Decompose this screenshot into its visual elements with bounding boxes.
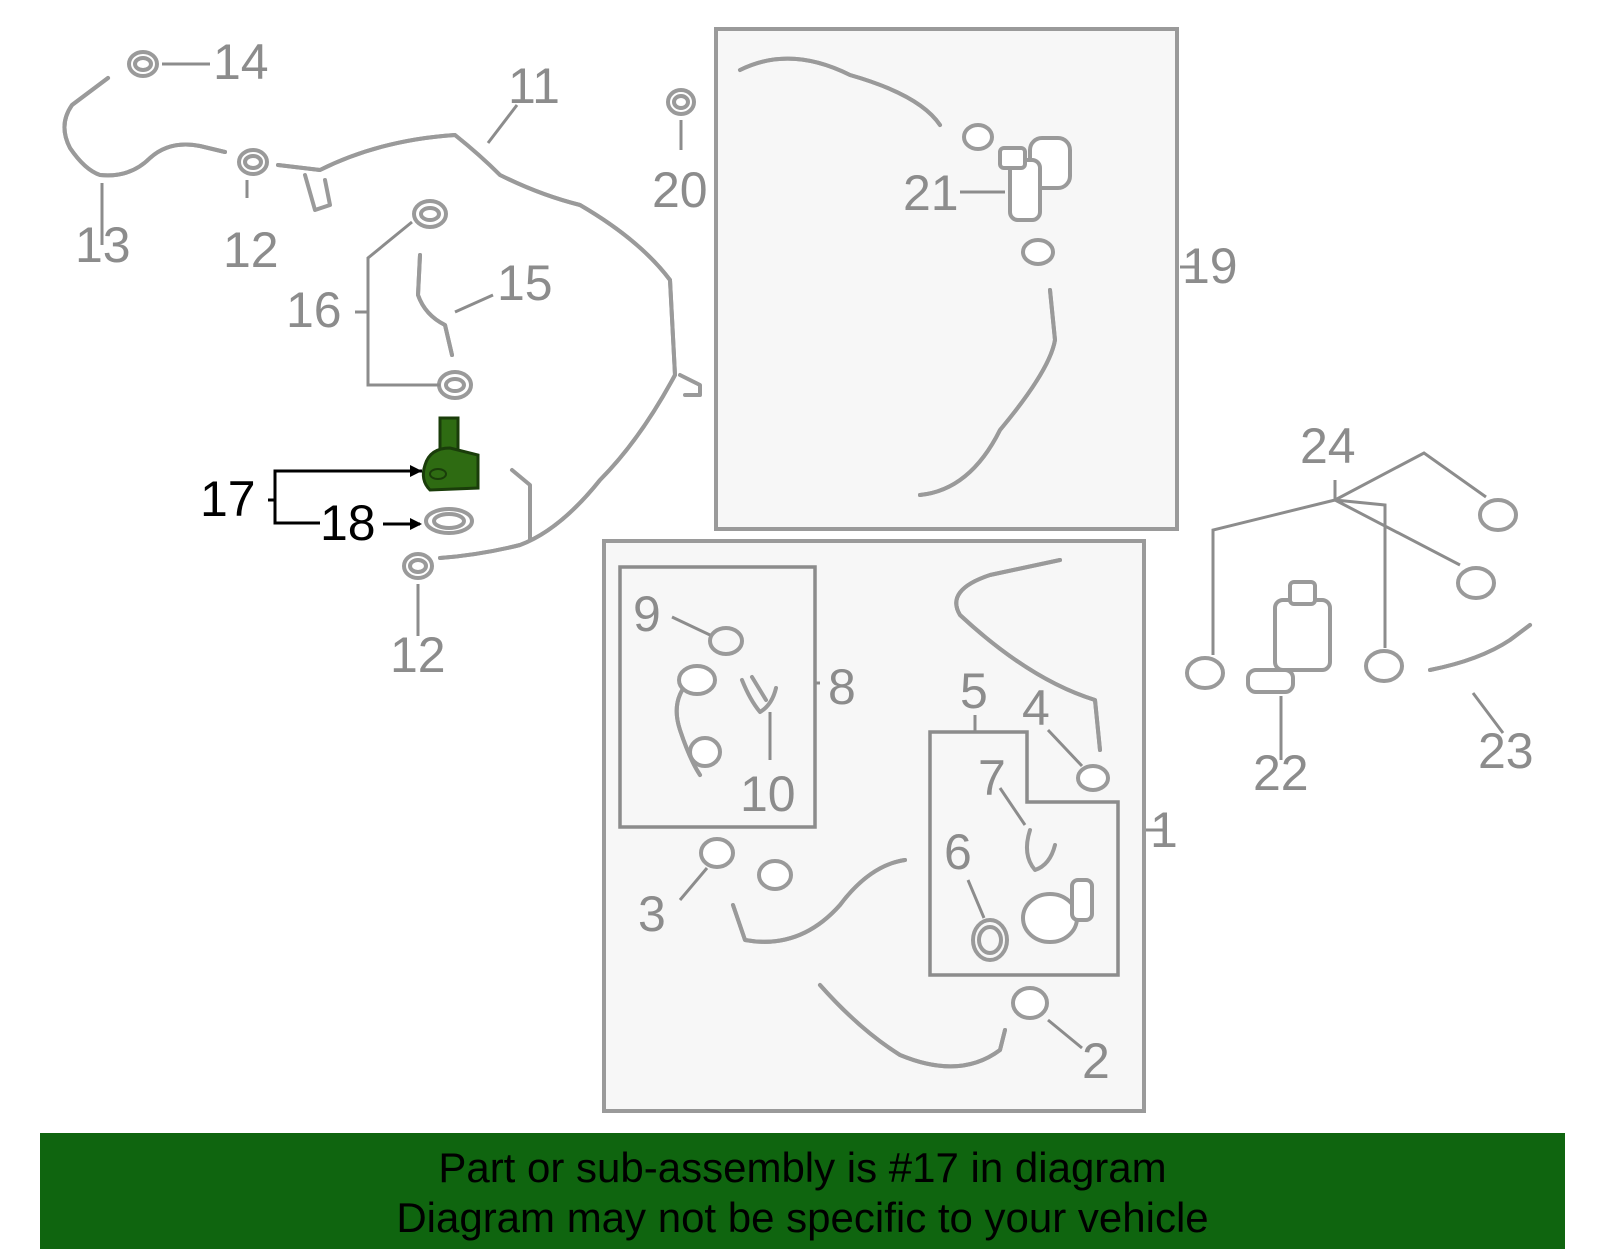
clip-10-icon bbox=[740, 675, 778, 714]
clamp-24-c-icon bbox=[1364, 649, 1404, 683]
connector-8-icon bbox=[674, 664, 722, 777]
clamp-1-mid-icon bbox=[757, 859, 793, 891]
clamp-12-bottom-icon bbox=[402, 552, 434, 580]
clamp-12-top-icon bbox=[237, 148, 269, 176]
callout-4: 4 bbox=[1022, 680, 1050, 736]
valve-5-icon bbox=[1021, 878, 1094, 944]
clamp-24-a-icon bbox=[1478, 498, 1518, 532]
callout-23: 23 bbox=[1478, 723, 1534, 779]
hose-23 bbox=[1428, 623, 1532, 672]
callout-6: 6 bbox=[944, 824, 972, 880]
clip-7-icon bbox=[1024, 828, 1057, 872]
callout-8: 8 bbox=[828, 659, 856, 715]
group-box-8 bbox=[618, 565, 817, 829]
callout-15: 15 bbox=[497, 255, 553, 311]
seal-ring-9-icon bbox=[708, 626, 744, 656]
clamp-24-b-icon bbox=[1456, 566, 1496, 600]
valve-21-icon bbox=[998, 136, 1072, 222]
callout-18: 18 bbox=[320, 495, 376, 551]
banner-line-1: Part or sub-assembly is #17 in diagram bbox=[438, 1144, 1167, 1191]
callout-12-bottom: 12 bbox=[390, 627, 446, 683]
callout-2: 2 bbox=[1082, 1033, 1110, 1089]
clamp-4-icon bbox=[1076, 764, 1110, 792]
callout-1: 1 bbox=[1150, 802, 1178, 858]
clamp-19-mid-icon bbox=[1021, 238, 1055, 266]
clamp-3-icon bbox=[699, 837, 735, 869]
callout-19: 19 bbox=[1182, 238, 1238, 294]
seal-ring-6-icon bbox=[971, 918, 1009, 962]
clamp-2-icon bbox=[1011, 986, 1049, 1020]
clamp-20-icon bbox=[666, 88, 696, 116]
callout-12-top: 12 bbox=[223, 222, 279, 278]
clamp-16-top-icon bbox=[412, 199, 448, 229]
callout-3: 3 bbox=[638, 886, 666, 942]
callout-7: 7 bbox=[978, 750, 1006, 806]
callout-5: 5 bbox=[960, 663, 988, 719]
callout-9: 9 bbox=[633, 586, 661, 642]
clamp-16-bottom-icon bbox=[437, 370, 473, 400]
callout-14: 14 bbox=[213, 34, 269, 90]
callout-17: 17 bbox=[200, 471, 256, 527]
valve-22-icon bbox=[1246, 580, 1332, 694]
callout-22: 22 bbox=[1253, 745, 1309, 801]
callout-24: 24 bbox=[1300, 418, 1356, 474]
callout-20: 20 bbox=[652, 162, 708, 218]
seal-ring-18-icon bbox=[424, 507, 474, 535]
clamp-24-d-icon bbox=[1185, 656, 1225, 690]
fitting-17-highlighted bbox=[421, 416, 480, 492]
info-banner: Part or sub-assembly is #17 in diagram D… bbox=[40, 1133, 1565, 1249]
callout-16: 16 bbox=[286, 282, 342, 338]
callout-11: 11 bbox=[508, 58, 560, 114]
clamp-14-icon bbox=[127, 50, 159, 78]
callout-21: 21 bbox=[903, 165, 959, 221]
banner-line-2: Diagram may not be specific to your vehi… bbox=[396, 1194, 1209, 1241]
group-box-19 bbox=[714, 27, 1179, 531]
clamp-19-top-icon bbox=[962, 123, 994, 151]
callout-13: 13 bbox=[75, 217, 131, 273]
callout-10: 10 bbox=[740, 766, 796, 822]
